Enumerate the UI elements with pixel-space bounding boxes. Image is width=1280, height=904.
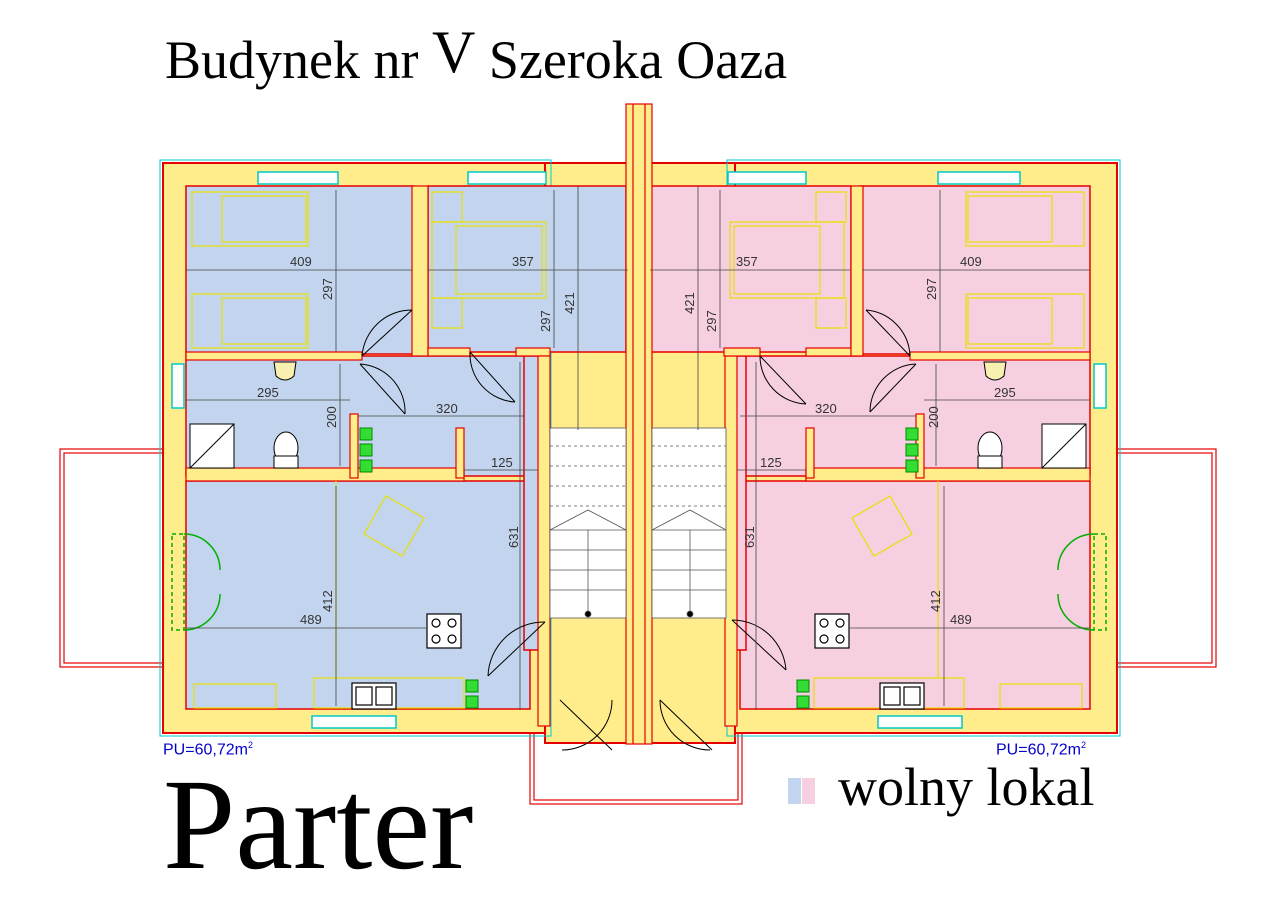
dim-label: 412 xyxy=(928,590,943,612)
dim-label: 631 xyxy=(742,526,757,548)
balcony-doors xyxy=(171,533,1107,631)
sofa xyxy=(999,683,1083,709)
unit-left-area: PU=60,72m2 xyxy=(163,740,253,759)
window xyxy=(467,171,547,185)
floor-label: Parter xyxy=(163,753,474,897)
dim-label: 631 xyxy=(506,526,521,548)
interior-walls xyxy=(185,103,1091,745)
dim-label: 200 xyxy=(324,406,339,428)
dim-label: 357 xyxy=(736,254,758,269)
armchair xyxy=(851,495,913,557)
title-prefix: Budynek nr xyxy=(165,30,419,90)
dim-label: 421 xyxy=(682,292,697,314)
windows xyxy=(171,171,1107,729)
stove xyxy=(426,613,462,649)
dim-label: 421 xyxy=(562,292,577,314)
staircase xyxy=(549,427,727,619)
sink xyxy=(983,361,1007,381)
armchair xyxy=(363,495,425,557)
dimension-labels: 409 357 357 409 297 297 421 421 297 297 … xyxy=(257,254,1016,627)
dim-label: 489 xyxy=(950,612,972,627)
unit-right-area: PU=60,72m2 xyxy=(996,740,1086,759)
title-suffix: Szeroka Oaza xyxy=(488,30,788,90)
dim-label: 297 xyxy=(924,278,939,300)
dim-label: 297 xyxy=(704,310,719,332)
dim-label: 125 xyxy=(760,455,782,470)
window xyxy=(1093,363,1107,409)
bathroom-fixtures xyxy=(189,361,1087,469)
sofa xyxy=(193,683,277,709)
room-right-living xyxy=(739,480,1091,710)
window xyxy=(937,171,1021,185)
window xyxy=(171,363,185,409)
window xyxy=(727,171,807,185)
unit-left-rooms xyxy=(185,185,627,710)
area-text: PU=60,72m xyxy=(163,741,248,759)
terrace-left-inner xyxy=(63,452,165,664)
bed xyxy=(431,221,547,299)
dim-label: 409 xyxy=(960,254,982,269)
title-building-number: V xyxy=(431,19,476,85)
dim-label: 295 xyxy=(257,385,279,400)
dim-label: 200 xyxy=(926,406,941,428)
bed xyxy=(191,191,309,247)
stove xyxy=(814,613,850,649)
area-sup: 2 xyxy=(247,740,253,750)
dim-label: 357 xyxy=(512,254,534,269)
dim-label: 295 xyxy=(994,385,1016,400)
dim-label: 297 xyxy=(538,310,553,332)
window xyxy=(311,715,397,729)
room-right-bedroom-1 xyxy=(650,185,852,353)
bed xyxy=(965,293,1085,349)
area-text: PU=60,72m xyxy=(996,741,1081,759)
dim-label: 320 xyxy=(436,401,458,416)
dim-label: 489 xyxy=(300,612,322,627)
bed xyxy=(965,191,1085,247)
terrace-right-inner xyxy=(1111,452,1213,664)
bed xyxy=(729,221,845,299)
dim-label: 125 xyxy=(491,455,513,470)
room-left-living xyxy=(185,480,531,710)
dimension-lines xyxy=(186,186,1090,710)
dim-label: 320 xyxy=(815,401,837,416)
doors xyxy=(359,309,917,751)
terrace-right xyxy=(1111,448,1217,668)
window xyxy=(257,171,339,185)
terrace-left xyxy=(59,448,165,668)
legend-text: wolny lokal xyxy=(838,757,1095,817)
area-sup: 2 xyxy=(1080,740,1086,750)
kitchen-fixtures xyxy=(351,613,925,710)
legend-swatch-blue xyxy=(788,778,801,804)
legend-swatch-pink xyxy=(802,778,815,804)
page-title: Budynek nr V Szeroka Oaza xyxy=(165,22,788,90)
dim-label: 409 xyxy=(290,254,312,269)
ventilation-shafts xyxy=(359,427,919,709)
dim-label: 297 xyxy=(320,278,335,300)
room-left-bedroom-2 xyxy=(427,185,627,353)
sink xyxy=(273,361,297,381)
dim-label: 412 xyxy=(320,590,335,612)
bed xyxy=(191,293,309,349)
window xyxy=(877,715,963,729)
